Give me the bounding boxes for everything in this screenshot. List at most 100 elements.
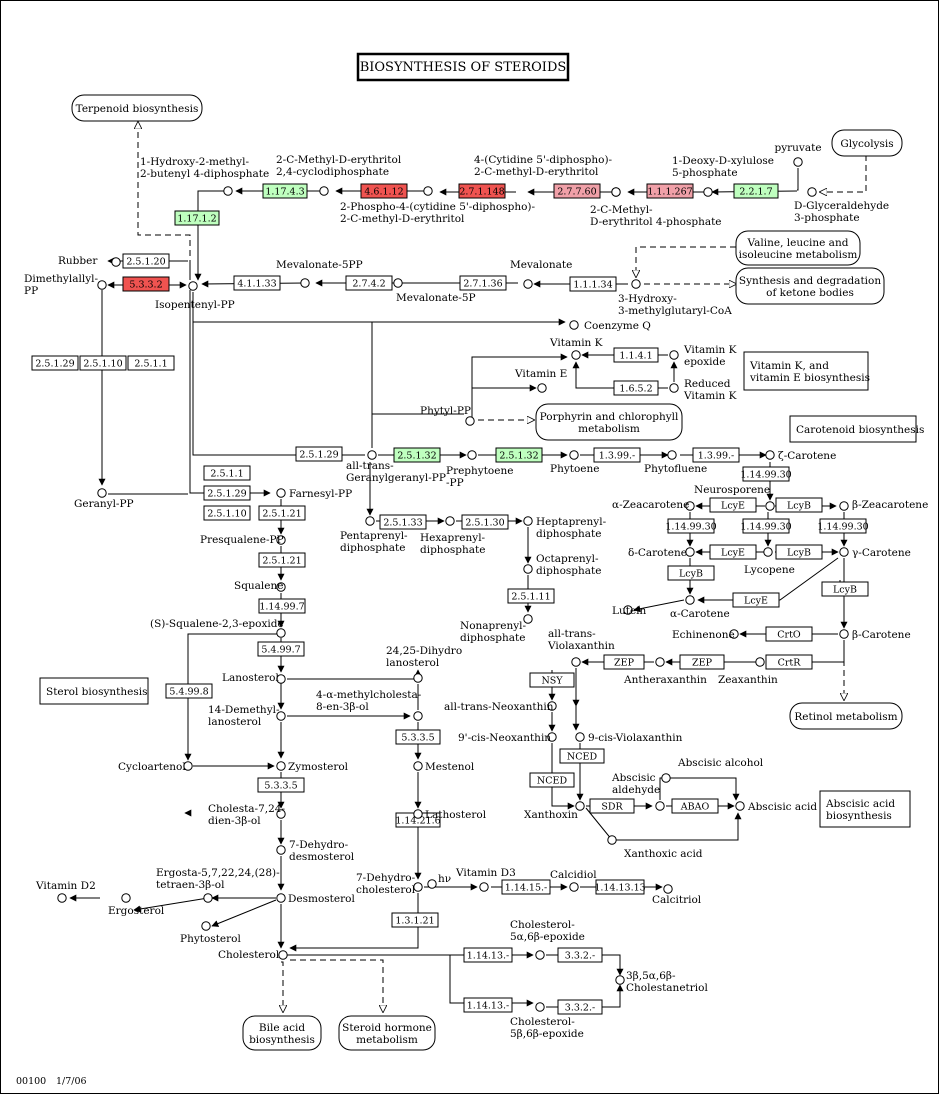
compound-node[interactable] [465, 416, 475, 426]
enzyme-box[interactable]: 3.3.2.- [557, 947, 603, 963]
compound-node[interactable] [413, 673, 423, 683]
compound-node[interactable] [685, 501, 695, 511]
compound[interactable]: Xanthoxin [524, 801, 585, 821]
compound-node[interactable] [575, 732, 585, 742]
compound-node[interactable] [523, 564, 533, 574]
compound[interactable]: Ergosterol [108, 893, 165, 917]
compound-node[interactable] [121, 893, 131, 903]
enzyme-box[interactable]: LcyE [732, 592, 780, 608]
compound[interactable]: Cholesterol-5α,6β-epoxide [510, 919, 585, 960]
enzyme-box[interactable]: 2.7.4.2 [345, 275, 393, 291]
enzyme-box[interactable]: 3.3.2.- [557, 999, 603, 1015]
compound[interactable]: Vitamin D3 [455, 867, 516, 892]
compound-node[interactable] [655, 801, 665, 811]
compound[interactable]: β-Carotene [839, 629, 911, 641]
enzyme-box[interactable]: 1.14.99.30 [740, 518, 792, 534]
compound-node[interactable] [807, 187, 817, 197]
compound[interactable]: 1-Hydroxy-2-methyl-2-butenyl 4-diphospha… [140, 156, 269, 196]
pathway-link-glycolysis[interactable]: Glycolysis [831, 129, 903, 157]
enzyme-box[interactable]: 1.14.99.7 [258, 598, 306, 614]
compound[interactable]: Rubber [58, 255, 121, 267]
compound[interactable]: Calcitriol [652, 884, 702, 906]
compound[interactable]: Cholesterol-5β,6β-epoxide [510, 1002, 584, 1040]
compound-node[interactable] [201, 921, 211, 931]
enzyme-box[interactable]: LcyB [775, 497, 823, 513]
enzyme-box[interactable]: 1.14.13.- [463, 997, 513, 1013]
enzyme-box[interactable]: 2.5.1.21 [258, 505, 306, 521]
compound[interactable]: 2-Phospho-4-(cytidine 5'-diphospho)-2-C-… [340, 186, 536, 225]
compound-node[interactable] [607, 835, 617, 845]
enzyme-box[interactable]: 1.14.99.30 [817, 518, 869, 534]
pathway-link-retinol[interactable]: Retinol metabolism [789, 702, 903, 730]
compound-node[interactable] [276, 893, 286, 903]
compound[interactable]: 4-(Cytidine 5'-diphospho)-2-C-methyl-D-e… [474, 154, 621, 197]
compound-node[interactable] [413, 711, 423, 721]
compound-node[interactable] [663, 884, 673, 894]
compound[interactable]: Geranyl-PP [74, 488, 134, 510]
enzyme-box[interactable]: 2.5.1.30 [461, 514, 509, 530]
compound-node[interactable] [276, 845, 286, 855]
compound-node[interactable] [535, 950, 545, 960]
compound-node[interactable] [97, 488, 107, 498]
enzyme-box[interactable]: ABAO [671, 798, 719, 814]
compound-node[interactable] [276, 488, 286, 498]
compound-node[interactable] [393, 278, 403, 288]
compound-node[interactable] [276, 582, 286, 592]
compound-node[interactable] [569, 882, 579, 892]
compound-node[interactable] [183, 761, 193, 771]
enzyme-box[interactable]: 2.5.1.21 [258, 552, 306, 568]
compound-node[interactable] [571, 657, 581, 667]
compound-node[interactable] [755, 657, 765, 667]
compound-node[interactable] [367, 450, 377, 460]
compound-node[interactable] [669, 383, 679, 393]
enzyme-box[interactable]: 1.3.1.21 [391, 912, 439, 928]
compound-node[interactable] [413, 761, 423, 771]
compound[interactable]: Lycopene [744, 547, 795, 576]
compound-node[interactable] [661, 773, 671, 783]
compound-node[interactable] [735, 801, 745, 811]
enzyme-box[interactable]: LcyB [821, 581, 869, 597]
compound-node[interactable] [319, 186, 329, 196]
enzyme-box[interactable]: 1.17.4.3 [262, 183, 308, 199]
compound-node[interactable] [547, 701, 557, 711]
compound-node[interactable] [413, 809, 423, 819]
compound-node[interactable] [623, 605, 633, 615]
compound[interactable]: 9'-cis-Neoxanthin [458, 732, 557, 744]
compound[interactable]: Phytoene [550, 450, 600, 475]
enzyme-box[interactable]: 1.14.13.- [463, 947, 513, 963]
compound-node[interactable] [729, 629, 739, 639]
enzyme-box[interactable]: 1.3.99.- [593, 447, 641, 463]
compound-node[interactable] [655, 657, 665, 667]
compound[interactable]: 14-Demethyl-lanosterol [208, 704, 286, 728]
compound-node[interactable] [685, 595, 695, 605]
compound-node[interactable] [223, 186, 233, 196]
compound[interactable]: Desmosterol [276, 893, 356, 905]
compound-node[interactable] [537, 383, 547, 393]
enzyme-box[interactable]: ZEP [679, 654, 725, 670]
compound[interactable]: Lutein [612, 605, 647, 617]
compound-node[interactable] [276, 809, 286, 819]
compound-node[interactable] [839, 629, 849, 639]
enzyme-box[interactable]: 2.5.1.1 [127, 355, 175, 371]
compound[interactable]: Hexaprenyl-diphosphate [420, 516, 486, 556]
enzyme-box[interactable]: 2.5.1.29 [31, 355, 79, 371]
enzyme-box[interactable]: 2.5.1.10 [203, 505, 251, 521]
compound-node[interactable] [703, 187, 713, 197]
compound[interactable]: Coenzyme Q [569, 320, 652, 332]
enzyme-box[interactable]: 1.1.1.34 [569, 276, 617, 292]
compound-node[interactable] [97, 280, 107, 290]
compound-node[interactable] [203, 893, 213, 903]
compound[interactable]: (S)-Squalene-2,3-epoxide [150, 618, 286, 638]
compound[interactable]: Neurosporene [694, 484, 775, 511]
compound[interactable]: Pentaprenyl-diphosphate [340, 516, 408, 554]
compound-node[interactable] [365, 516, 375, 526]
compound-node[interactable] [547, 732, 557, 742]
compound[interactable]: Dimethylallyl-PP [24, 273, 107, 297]
enzyme-box[interactable]: SDR [589, 798, 635, 814]
enzyme-box[interactable]: 1.17.1.2 [174, 210, 220, 226]
